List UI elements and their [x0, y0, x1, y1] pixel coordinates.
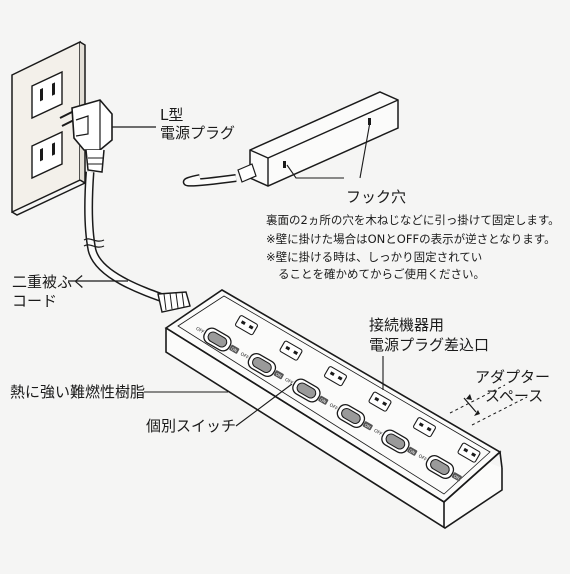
switch-off-label: OFF: [284, 377, 295, 387]
switch-label: 個別スイッチ: [146, 417, 237, 435]
adapter-space-dimension: [449, 384, 528, 426]
hook-note-4: ることを確かめてからご使用ください。: [278, 267, 485, 281]
switch-on-label: ON: [408, 448, 416, 455]
switch-off-label: OFF: [417, 453, 428, 463]
power-cord: [83, 171, 191, 313]
outlet-label-line2: 電源プラグ差込口: [369, 336, 490, 354]
switch-off-label: OFF: [239, 351, 250, 361]
resin-label: 熱に強い難燃性樹脂: [10, 383, 146, 401]
power-switch[interactable]: OFF ON: [326, 397, 376, 435]
power-switch[interactable]: OFF ON: [237, 346, 287, 384]
switch-on-label: ON: [275, 371, 283, 378]
hook-note-2: ※壁に掛けた場合はONとOFFの表示が逆さとなります。: [266, 232, 556, 246]
l-shaped-plug: [59, 99, 113, 173]
hook-hole-label: フック穴: [346, 188, 407, 206]
switch-off-label: OFF: [328, 402, 339, 412]
switch-on-label: ON: [364, 422, 372, 429]
hook-note-3: ※壁に掛ける時は、しっかり固定されてい: [266, 250, 483, 264]
adapter-space-label-line1: アダプター: [475, 368, 551, 386]
outlet-socket: [324, 366, 347, 387]
strip-back-view: [182, 91, 399, 187]
power-switch[interactable]: OFF ON: [371, 423, 421, 461]
outlet-socket: [368, 391, 392, 412]
switch-on-label: ON: [230, 346, 238, 353]
switch-on-label: ON: [453, 473, 461, 480]
switch-off-label: OFF: [195, 326, 206, 336]
power-switch[interactable]: OFF ON: [415, 448, 465, 486]
outlet-socket: [413, 417, 436, 438]
switch-on-label: ON: [319, 397, 327, 404]
power-switch[interactable]: OFF ON: [193, 321, 243, 359]
power-switch[interactable]: OFF ON: [282, 372, 332, 410]
adapter-space-label-line2: スペース: [485, 387, 544, 405]
outlet-socket: [279, 340, 303, 361]
wall-outlet-plate: [11, 40, 86, 216]
l-plug-label-line1: L型: [160, 106, 184, 124]
outlet-switch-unit[interactable]: OFF ON: [415, 426, 481, 488]
hook-note-1: 裏面の2ヵ所の穴を木ねじなどに引っ掛けて固定します。: [266, 213, 560, 227]
switch-off-label: OFF: [373, 428, 384, 438]
l-plug-label-line2: 電源プラグ: [160, 124, 236, 142]
outlet-label-line1: 接続機器用: [369, 316, 445, 334]
cord-label-line2: コード: [12, 292, 58, 310]
outlet-socket: [235, 315, 258, 336]
cord-label-line1: 二重被ふく: [12, 273, 88, 291]
outlet-socket: [457, 442, 481, 463]
